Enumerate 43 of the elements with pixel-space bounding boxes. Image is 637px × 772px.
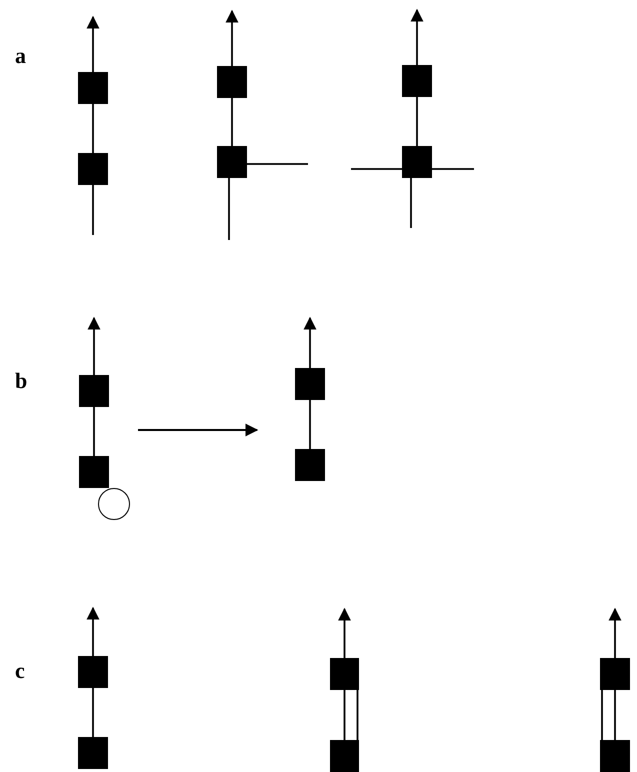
line — [614, 690, 616, 740]
square — [402, 65, 432, 97]
line — [92, 688, 94, 737]
line — [231, 98, 233, 146]
panel-label: c — [15, 660, 25, 682]
square — [402, 146, 432, 178]
arrow — [88, 316, 100, 375]
line — [416, 97, 418, 146]
square — [600, 658, 630, 690]
square — [295, 368, 325, 400]
square — [217, 66, 247, 98]
square — [78, 737, 108, 769]
line — [247, 163, 308, 165]
square — [78, 153, 108, 185]
square — [295, 449, 325, 481]
square — [79, 456, 109, 488]
square — [78, 72, 108, 104]
arrow — [608, 608, 622, 658]
line — [228, 178, 230, 240]
line — [344, 690, 346, 740]
line — [601, 690, 603, 740]
arrow — [226, 10, 238, 66]
line — [92, 104, 94, 153]
square — [330, 658, 359, 690]
square — [600, 740, 630, 772]
line — [356, 690, 358, 740]
arrow — [338, 608, 351, 658]
arrow — [410, 8, 424, 65]
line — [309, 400, 311, 449]
square — [78, 656, 108, 688]
panel-label: a — [15, 45, 26, 67]
square — [79, 375, 109, 407]
arrow — [304, 316, 316, 368]
line — [351, 168, 402, 170]
arrow — [86, 606, 100, 656]
square — [217, 146, 247, 178]
line — [432, 168, 474, 170]
line — [92, 185, 94, 235]
arrow — [86, 16, 100, 72]
line — [410, 178, 412, 228]
panel-label: b — [15, 370, 28, 392]
square — [330, 740, 359, 772]
line — [93, 407, 95, 456]
